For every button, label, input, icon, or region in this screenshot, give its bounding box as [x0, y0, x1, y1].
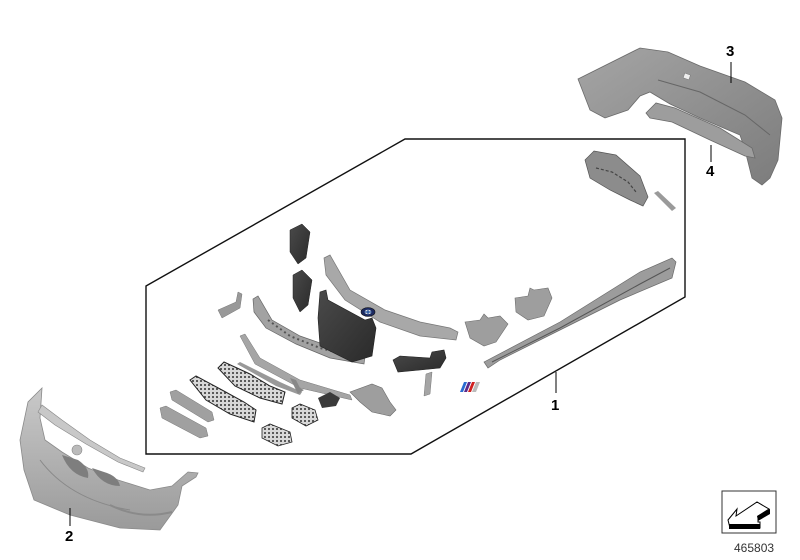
callout-4[interactable]: 4 — [706, 163, 715, 180]
air-guide-center[interactable] — [317, 289, 377, 363]
bracket-right-b[interactable] — [514, 287, 553, 321]
small-trim-insert[interactable] — [423, 371, 433, 397]
bracket-right-a[interactable] — [464, 313, 509, 347]
lateral-trim-dark[interactable] — [318, 392, 340, 408]
brake-air-duct-center[interactable] — [392, 349, 447, 373]
bmw-emblem — [360, 307, 376, 317]
lateral-grille-right[interactable] — [291, 403, 319, 427]
rear-diffuser-insert-part[interactable] — [584, 150, 649, 207]
front-center-grille[interactable] — [217, 361, 286, 405]
lateral-grille-left[interactable] — [261, 423, 293, 447]
side-sill-panel[interactable] — [483, 257, 677, 369]
callout-2[interactable]: 2 — [65, 528, 74, 545]
trim-strip-small[interactable] — [654, 191, 676, 211]
air-duct-lower[interactable] — [292, 269, 313, 313]
air-duct-upper[interactable] — [289, 223, 311, 265]
callout-1[interactable]: 1 — [551, 397, 560, 414]
reference-number: 465803 — [734, 541, 775, 555]
reference-arrow-icon — [721, 490, 777, 534]
front-lower-grille[interactable] — [189, 375, 257, 423]
trim-strip-lower-arch[interactable] — [239, 333, 353, 401]
trim-clip[interactable] — [290, 378, 304, 394]
bumper-carrier-upper[interactable] — [323, 254, 459, 341]
trim-strip-thin[interactable] — [237, 362, 302, 395]
m-badge — [460, 382, 480, 392]
trim-panel-left-a[interactable] — [169, 389, 215, 423]
front-bumper-part[interactable] — [19, 386, 199, 531]
brake-air-duct-lower[interactable] — [349, 383, 397, 417]
trim-panel-left-b[interactable] — [159, 405, 209, 439]
callout-3[interactable]: 3 — [726, 43, 735, 60]
kit-box-outline — [145, 138, 686, 455]
mounting-bracket[interactable] — [217, 291, 243, 319]
rear-diffuser-part[interactable] — [645, 102, 756, 159]
